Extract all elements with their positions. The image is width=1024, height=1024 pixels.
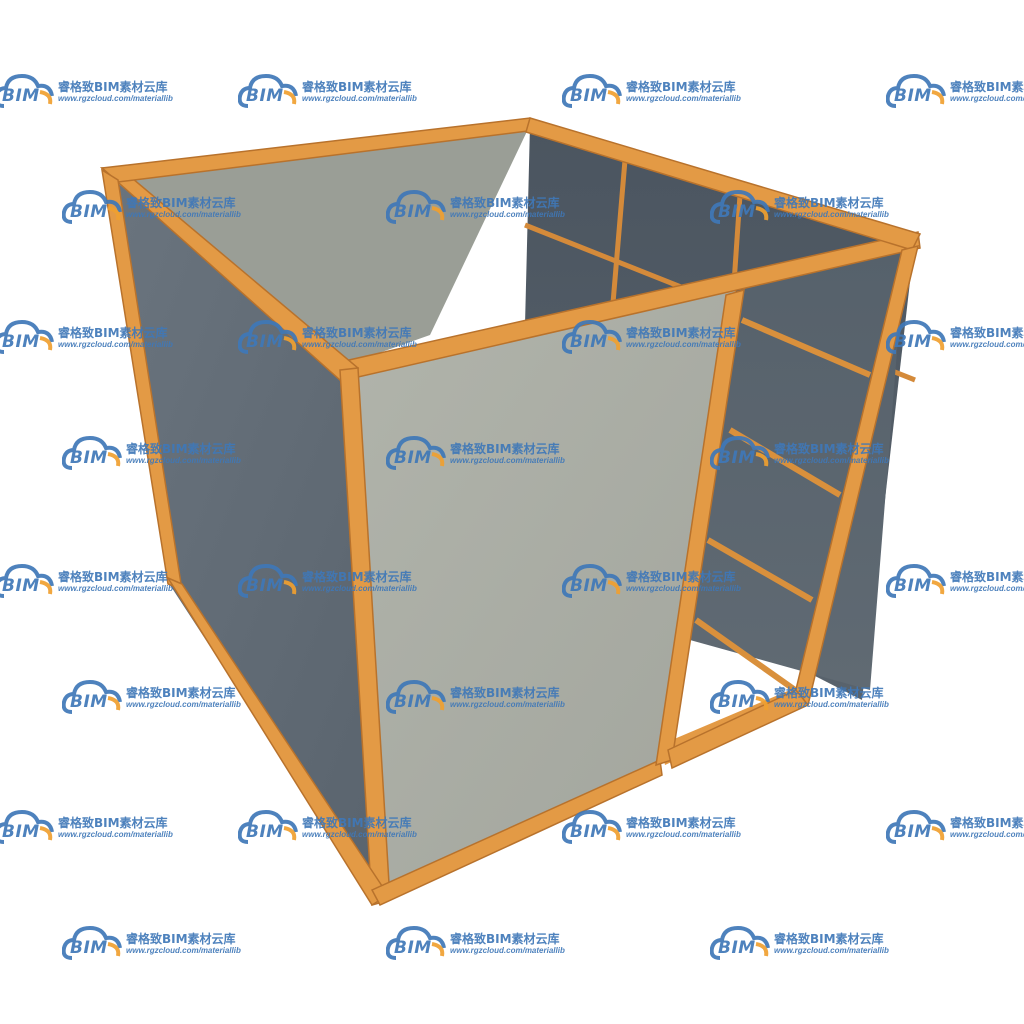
cloud-logo-icon [886, 809, 946, 844]
frame-members [100, 117, 922, 907]
cloud-logo-icon [386, 189, 446, 224]
left-wall-panel [108, 175, 372, 895]
cloud-logo-icon [710, 189, 770, 224]
cloud-logo-icon [0, 319, 54, 354]
watermark: BIM睿格致BIM素材云库www.rgzcloud.com/materialli… [886, 560, 1024, 604]
cloud-logo-icon [386, 925, 446, 960]
cloud-logo-icon [238, 73, 298, 108]
watermark: BIM睿格致BIM素材云库www.rgzcloud.com/materialli… [886, 316, 1024, 360]
cloud-logo-icon [886, 319, 946, 354]
cloud-logo-icon [562, 563, 622, 598]
cloud-logo-icon [710, 679, 770, 714]
cloud-logo-icon [386, 435, 446, 470]
watermark: BIM睿格致BIM素材云库www.rgzcloud.com/materialli… [886, 806, 1024, 850]
cloud-logo-icon [238, 563, 298, 598]
cloud-logo-icon [562, 73, 622, 108]
cloud-logo-icon [0, 563, 54, 598]
cloud-logo-icon [386, 679, 446, 714]
cloud-logo-icon [562, 809, 622, 844]
cloud-logo-icon [562, 319, 622, 354]
cloud-logo-icon [238, 319, 298, 354]
cloud-logo-icon [886, 73, 946, 108]
interior-light-patch [120, 125, 530, 365]
cloud-logo-icon [62, 679, 122, 714]
front-wall-panel [345, 290, 735, 895]
cloud-logo-icon [62, 925, 122, 960]
watermark: BIM睿格致BIM素材云库www.rgzcloud.com/materialli… [886, 70, 1024, 114]
cloud-logo-icon [710, 435, 770, 470]
cloud-logo-icon [238, 809, 298, 844]
cloud-logo-icon [886, 563, 946, 598]
cloud-logo-icon [62, 189, 122, 224]
cloud-logo-icon [0, 809, 54, 844]
cloud-logo-icon [710, 925, 770, 960]
cloud-logo-icon [62, 435, 122, 470]
cloud-logo-icon [0, 73, 54, 108]
